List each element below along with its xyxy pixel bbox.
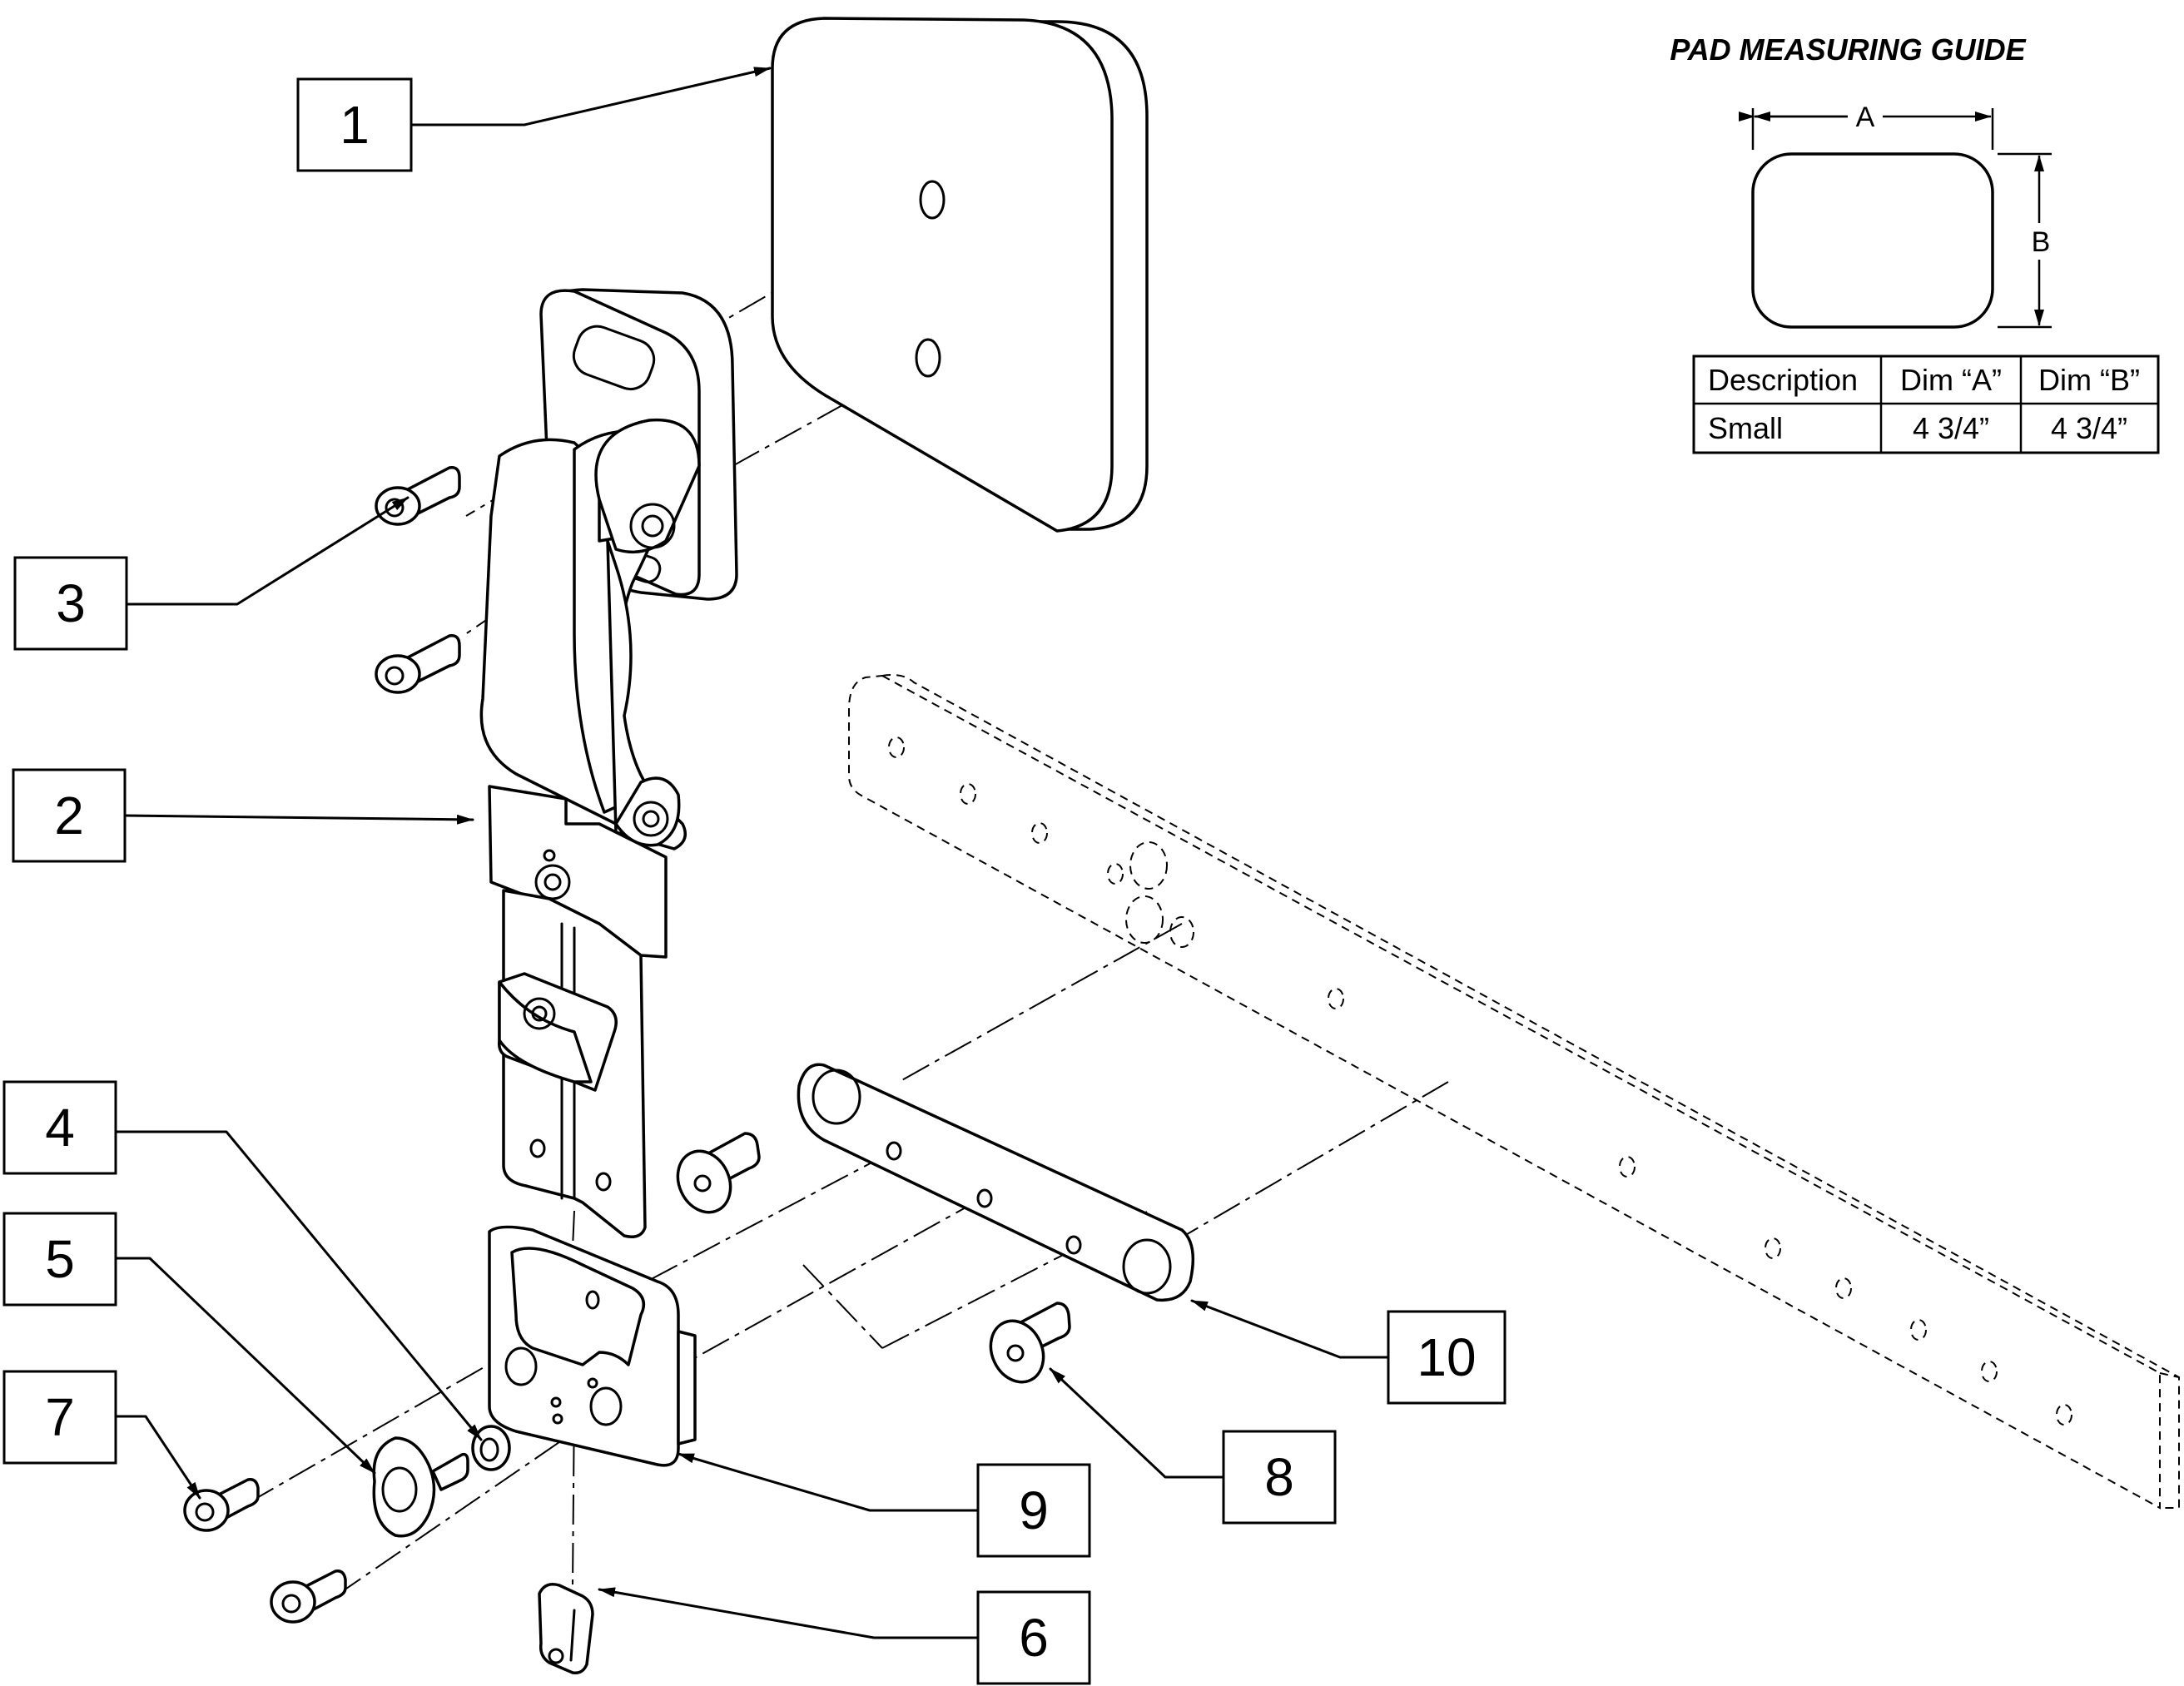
callout-3: 3 (13, 556, 128, 651)
callout-2-label: 2 (54, 786, 84, 845)
callout-9: 9 (976, 1463, 1091, 1558)
part-mount-block (488, 1225, 697, 1467)
callout-4-label: 4 (45, 1098, 75, 1158)
part-flathead-screw-a (676, 1132, 761, 1214)
dim-b-label: B (2032, 226, 2051, 258)
part-screw-lower-a (183, 1477, 260, 1532)
callout-3-label: 3 (56, 573, 86, 633)
guide-pad-outline: A B (1739, 102, 2052, 329)
callout-8: 8 (1222, 1430, 1337, 1525)
table-header-dim-b: Dim “B” (2038, 363, 2140, 397)
callout-leaders (114, 67, 1390, 1639)
part-pad (771, 17, 1149, 533)
callout-8-label: 8 (1264, 1447, 1294, 1507)
part-link-bar (797, 1063, 1195, 1302)
pad-size-table: Description Dim “A” Dim “B” Small 4 3/4”… (1692, 355, 2160, 454)
callout-5-label: 5 (45, 1229, 75, 1289)
part-clip-nut (538, 1583, 594, 1675)
table-header-description: Description (1708, 363, 1858, 397)
part-screw-upper-b (375, 634, 461, 694)
callout-6-label: 6 (1019, 1608, 1049, 1668)
callout-7-label: 7 (45, 1387, 75, 1447)
table-header-dim-a: Dim “A” (1900, 363, 2002, 397)
callout-7: 7 (2, 1370, 117, 1465)
part-screw-upper-a (375, 466, 461, 526)
part-bracket-assembly (479, 288, 738, 1238)
callout-2: 2 (12, 768, 127, 863)
part-flathead-screw-b (989, 1302, 1071, 1384)
callout-1-label: 1 (340, 95, 370, 155)
part-washer (471, 1425, 511, 1471)
guide-title: PAD MEASURING GUIDE (1670, 32, 2026, 67)
part-thumb-screw (372, 1436, 469, 1538)
callout-6: 6 (976, 1590, 1091, 1685)
callout-1: 1 (296, 77, 413, 172)
rail-holes (888, 736, 2072, 1426)
dim-a-label: A (1856, 102, 1875, 133)
callout-5: 5 (2, 1212, 117, 1307)
part-screw-lower-b (270, 1569, 347, 1624)
callout-9-label: 9 (1019, 1480, 1049, 1540)
callout-10: 10 (1387, 1310, 1506, 1405)
table-cell-description: Small (1708, 411, 1783, 445)
pad-measuring-guide: PAD MEASURING GUIDE A B Description (1670, 32, 2160, 454)
table-cell-dim-a: 4 3/4” (1913, 411, 1989, 445)
callout-4: 4 (2, 1080, 117, 1175)
frame-rail-phantom (848, 674, 2180, 1510)
callout-10-label: 10 (1417, 1327, 1476, 1387)
table-cell-dim-b: 4 3/4” (2051, 411, 2127, 445)
